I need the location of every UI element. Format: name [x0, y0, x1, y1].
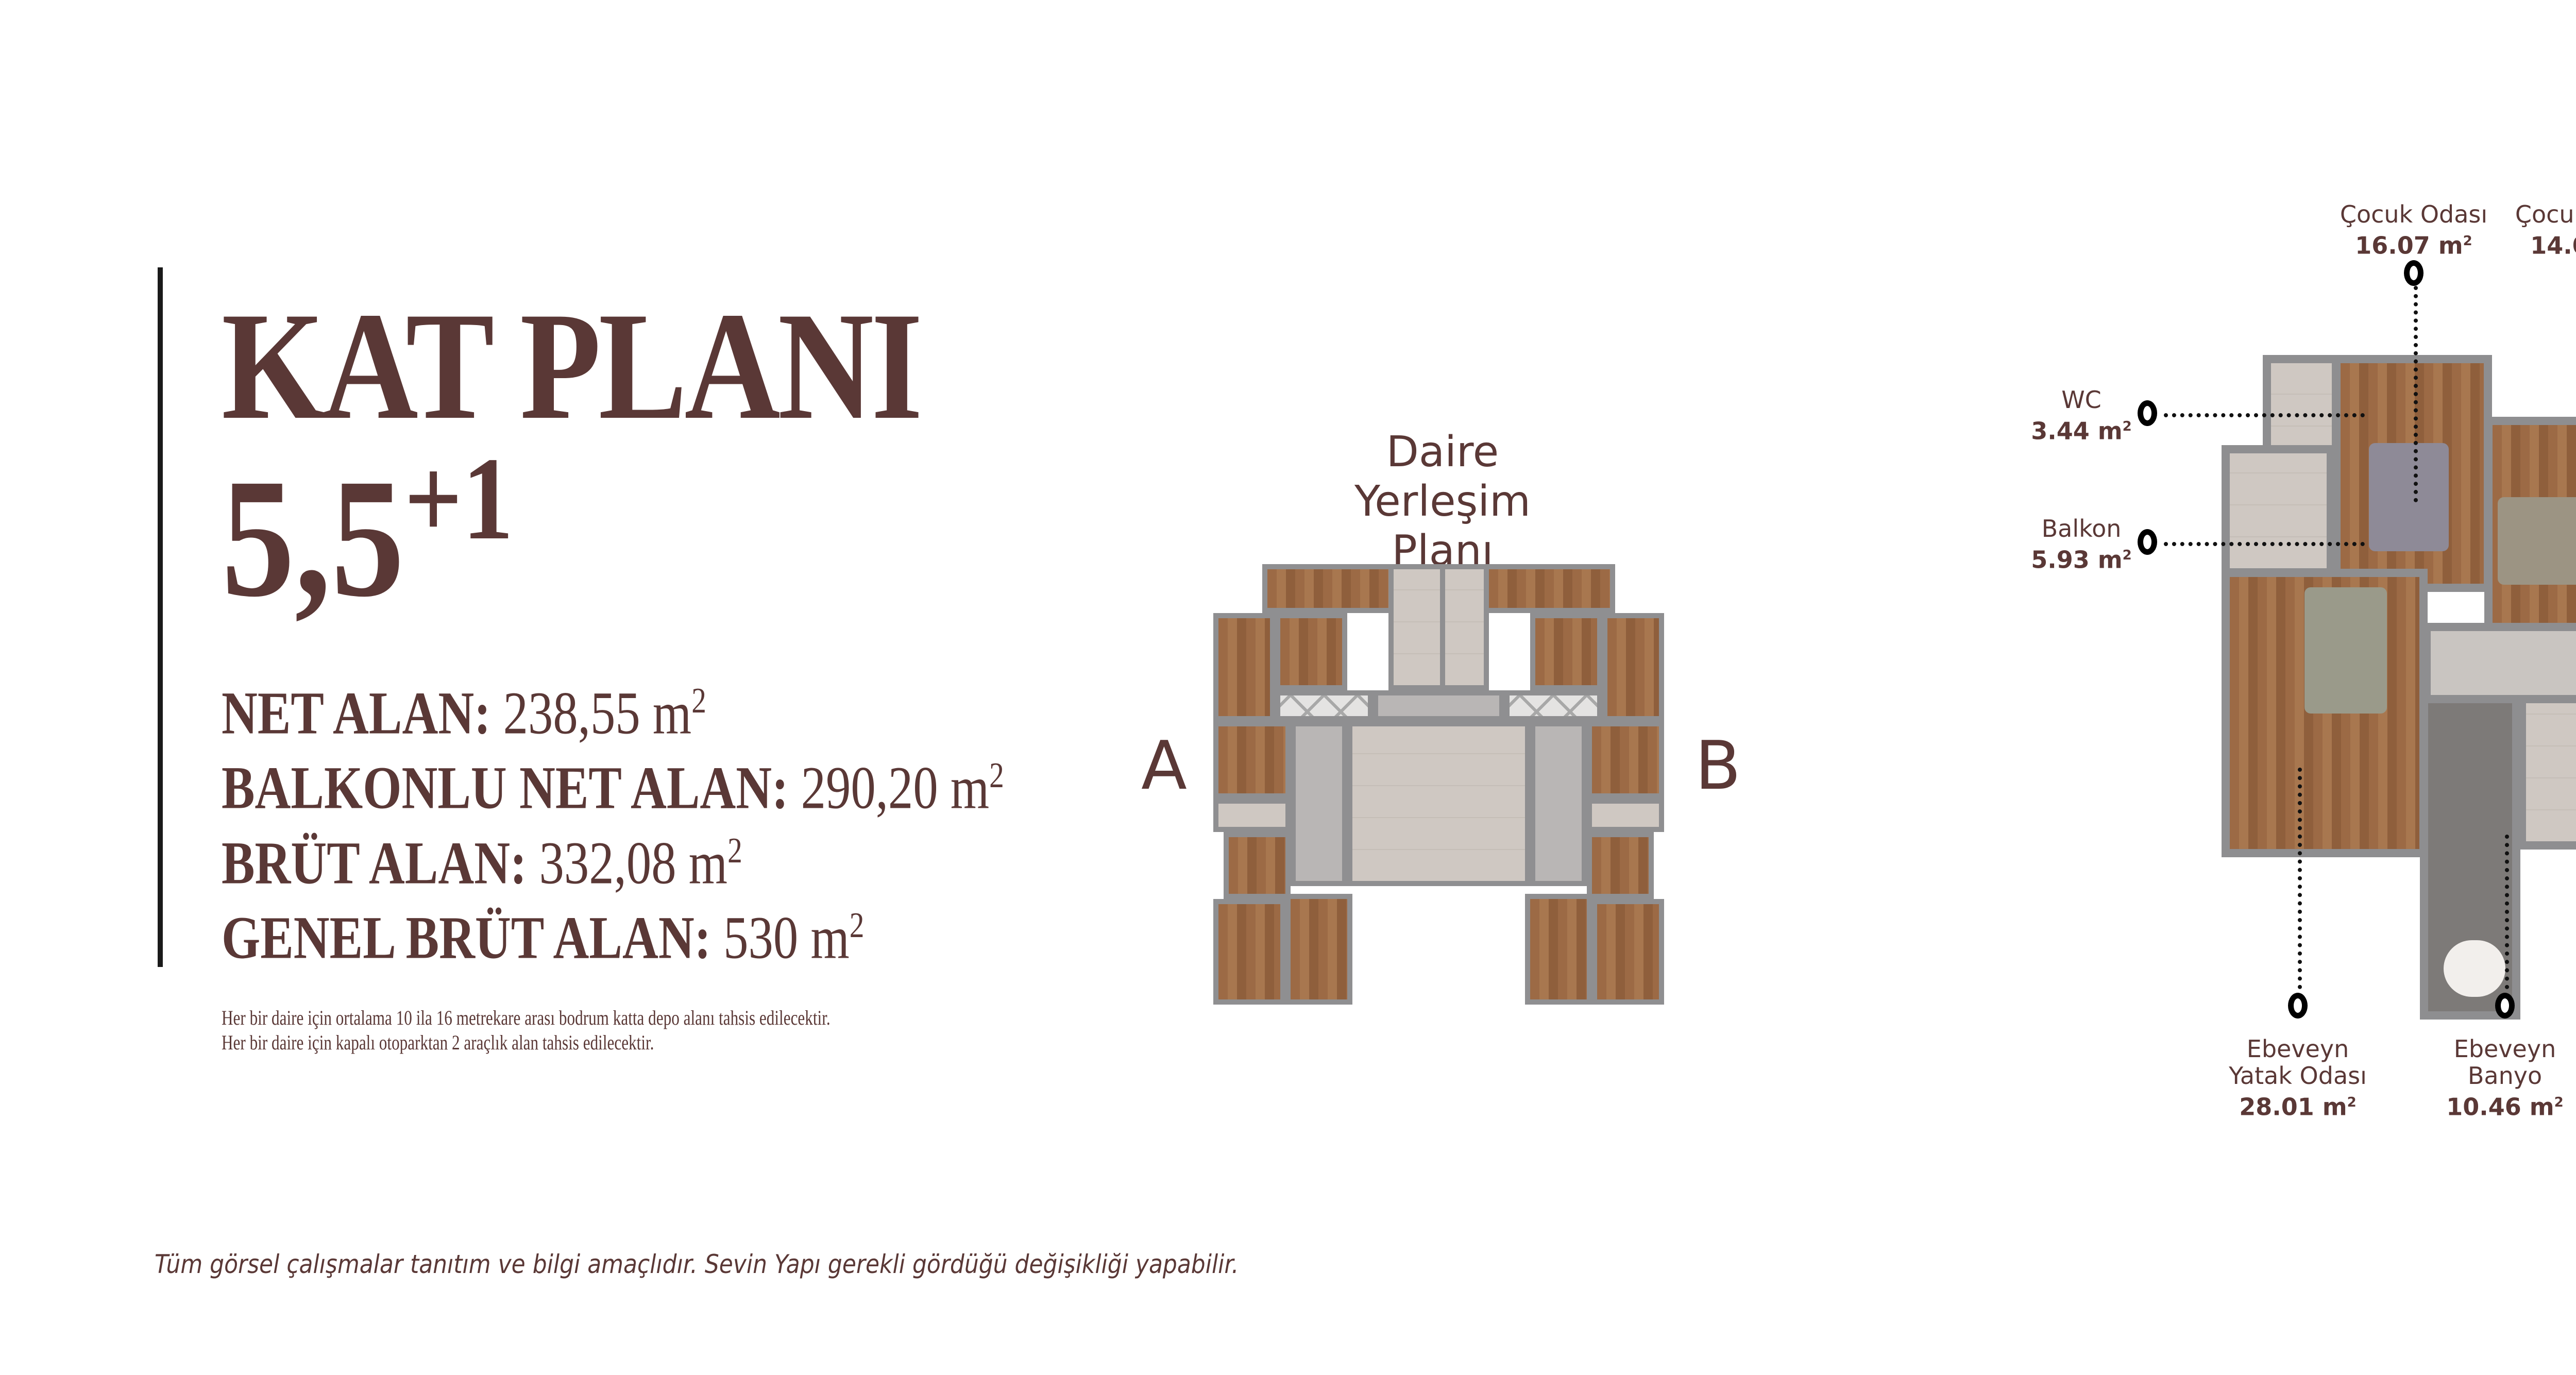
bed-icon [2498, 497, 2576, 585]
mini-living-a [1275, 613, 1347, 690]
marker-wc-1[interactable] [2138, 400, 2157, 426]
page-title: KAT PLANI [222, 280, 923, 451]
mini-kitchen-b [1440, 564, 1489, 690]
mini-salon-b [1602, 613, 1664, 721]
mini-balcony-a [1262, 564, 1394, 613]
note-storage: Her bir daire için ortalama 10 ila 16 me… [222, 1006, 831, 1029]
stat-label: NET ALAN: [222, 679, 491, 747]
room-cocuk-odasi-1 [2332, 355, 2492, 592]
area-stats: NET ALAN: 238,55 m2 BALKONLU NET ALAN: 2… [222, 670, 1176, 969]
stat-net-area: NET ALAN: 238,55 m2 [222, 679, 706, 747]
layout-plan-title-line2: Yerleşim Planı [1354, 477, 1531, 575]
mini-elevator-core [1373, 690, 1504, 721]
stat-value: 530 m [723, 904, 850, 972]
mini-balcony-b [1484, 564, 1615, 613]
floor-plan [2222, 334, 2576, 1040]
disclaimer-footer: Tüm görsel çalışmalar tanıtım ve bilgi a… [155, 1249, 1239, 1279]
unit-b-label: B [1695, 726, 1741, 805]
room-ebeveyn-banyo [2420, 695, 2520, 1020]
mini-bedroom-a1 [1213, 721, 1291, 799]
stat-value: 332,08 m [539, 828, 728, 896]
bathtub-icon [2444, 940, 2505, 997]
stat-balcony-net-area: BALKONLU NET ALAN: 290,20 m2 [222, 754, 1004, 822]
stat-label: BALKONLU NET ALAN: [222, 754, 789, 822]
mini-bedroom-a3 [1213, 899, 1285, 1005]
mini-corridor-a [1291, 721, 1347, 886]
apartment-type-main: 5,5 [222, 444, 404, 632]
marker-ebeveyn-banyo[interactable] [2495, 993, 2515, 1018]
stat-label: BRÜT ALAN: [222, 828, 527, 896]
mini-bedroom-b1 [1587, 721, 1664, 799]
label-cocuk-2: Çocuk Odası14.09 m2 [2515, 200, 2576, 260]
room-hol [2422, 623, 2576, 705]
stat-label: GENEL BRÜT ALAN: [222, 904, 711, 972]
room-ebeveyn-yatak-odasi [2222, 569, 2428, 857]
mini-stair-core [1347, 721, 1530, 886]
mini-bedroom-a2 [1224, 832, 1291, 899]
notes: Her bir daire için ortalama 10 ila 16 me… [222, 1006, 831, 1055]
stat-value: 238,55 m [503, 679, 692, 747]
stat-total-gross-area: GENEL BRÜT ALAN: 530 m2 [222, 904, 865, 972]
bed-icon [2369, 443, 2449, 551]
leader-cocuk-1 [2414, 286, 2418, 502]
unit-a-label: A [1141, 726, 1187, 805]
mini-bedroom-b3 [1592, 899, 1664, 1005]
mini-master-a [1285, 894, 1352, 1005]
leader-wc-1 [2164, 413, 2365, 417]
note-parking: Her bir daire için kapalı otoparktan 2 a… [222, 1031, 654, 1054]
accent-divider-line [158, 267, 163, 967]
apartment-type-sup: +1 [404, 433, 514, 564]
apartment-type: 5,5+1 [222, 439, 513, 623]
marker-cocuk-1[interactable] [2404, 260, 2424, 286]
mini-bedroom-b2 [1587, 832, 1654, 899]
mini-corridor-b [1530, 721, 1587, 886]
stat-value: 290,20 m [801, 754, 990, 822]
mini-master-b [1525, 894, 1592, 1005]
room-balkon-1 [2222, 445, 2335, 576]
marker-ebeveyn-yatak[interactable] [2288, 993, 2308, 1018]
mini-salon-a [1213, 613, 1275, 721]
mini-entry-b [1504, 690, 1602, 721]
mini-living-b [1530, 613, 1602, 690]
layout-plan-title-line1: Daire [1386, 428, 1499, 477]
mini-bath-b [1587, 799, 1664, 832]
layout-plan-title: Daire Yerleşim Planı [1309, 428, 1577, 576]
marker-balkon-1[interactable] [2138, 529, 2157, 555]
leader-ebeveyn-banyo [2505, 835, 2509, 989]
room-islik [2518, 695, 2576, 850]
mini-entry-a [1275, 690, 1373, 721]
mini-bath-a [1213, 799, 1291, 832]
stat-gross-area: BRÜT ALAN: 332,08 m2 [222, 828, 742, 896]
leader-balkon-1 [2164, 542, 2365, 546]
room-cocuk-odasi-2 [2484, 417, 2576, 638]
leader-ebeveyn-yatak [2298, 768, 2302, 989]
building-layout-plan [1213, 564, 1664, 1005]
bed-icon [2304, 587, 2387, 714]
